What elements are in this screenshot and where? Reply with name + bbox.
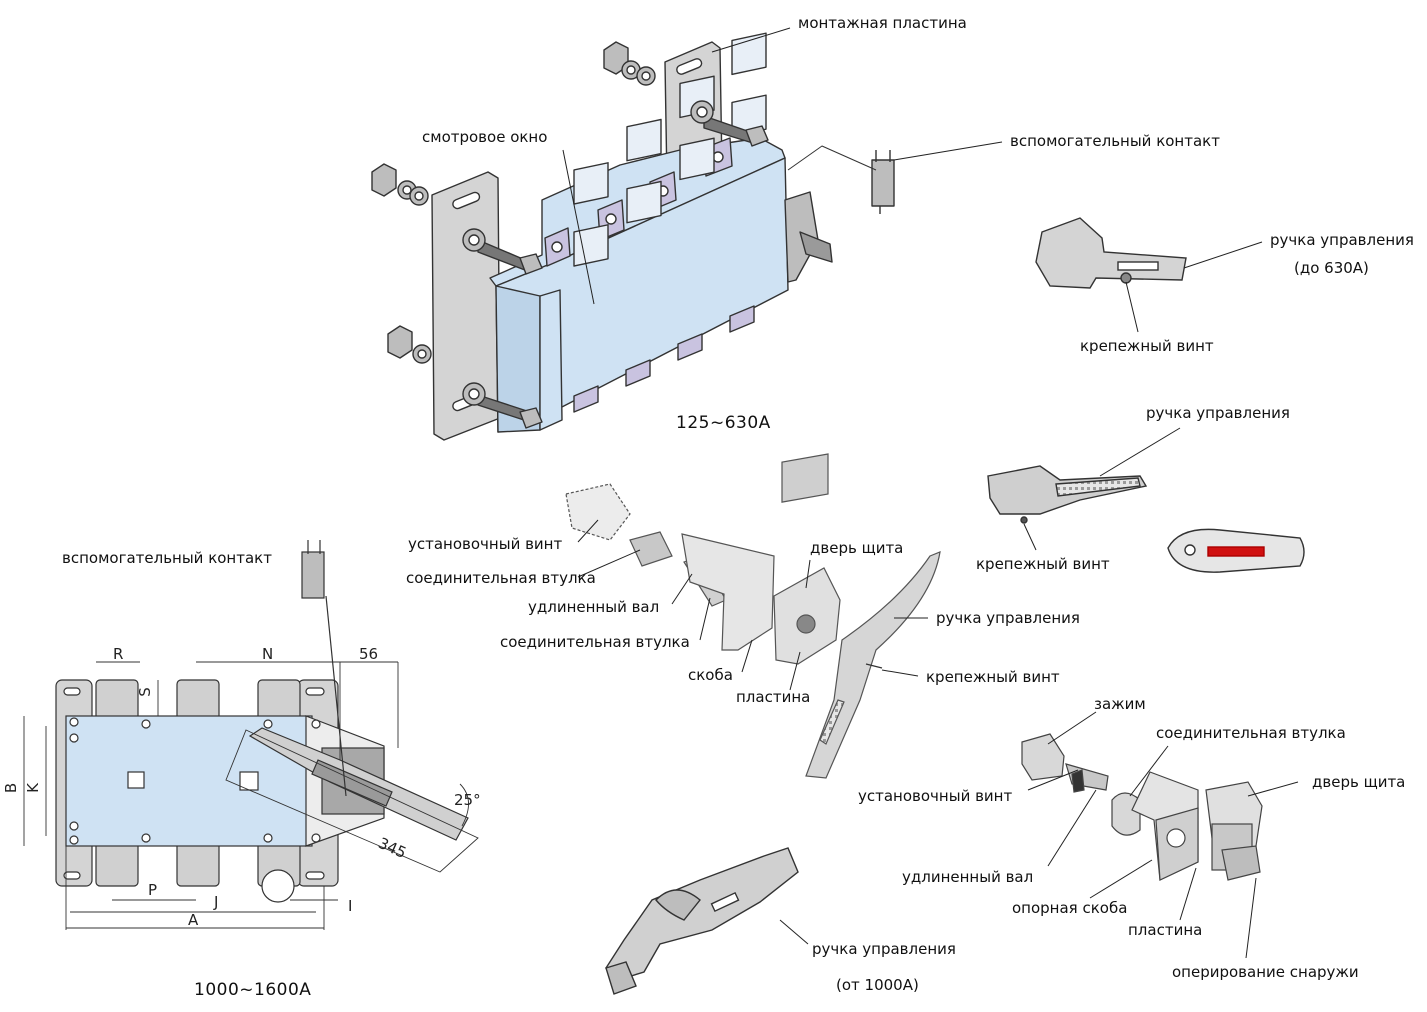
dim-N: N [262,645,274,663]
handle-from-1000a [605,847,799,995]
handle-red-indicator [1167,528,1305,573]
aux-contact-bottom [301,540,347,797]
dim-K: K [23,783,42,793]
dim-angle-25: 25° [454,791,481,809]
label-aux-contact-bottom: вспомогательный контакт [62,549,272,567]
label-support-bracket: опорная скоба [1012,899,1128,917]
dim-A: A [188,911,199,929]
label-viewing-window: смотровое окно [422,128,548,146]
label-extension-shaft-mid: удлиненный вал [528,598,660,616]
dim-P: P [148,881,158,899]
caption-1000-1600a: 1000~1600A [194,980,312,1000]
label-panel-door-br: дверь щита [1312,773,1406,791]
label-aux-contact-top: вспомогательный контакт [1010,132,1220,150]
label-handle-mid: ручка управления [936,609,1080,627]
label-clamp: зажим [1094,695,1146,713]
label-coupling-sleeve-mid-1: соединительная втулка [406,569,596,587]
label-coupling-sleeve-mid-2: соединительная втулка [500,633,690,651]
handle-right-ribbed [987,465,1148,524]
bolts [462,100,769,429]
label-handle-bottom-note: (от 1000А) [836,976,919,994]
dimension-drawing-1000-1600a [23,661,479,930]
label-fixing-screw-mid: крепежный винт [926,668,1060,686]
label-handle-right: ручка управления [1146,404,1290,422]
label-mounting-plate: монтажная пластина [798,14,967,32]
label-fixing-screw-top: крепежный винт [1080,337,1214,355]
caption-125-630a: 125~630A [676,413,771,433]
label-handle-note: (до 630А) [1294,259,1369,277]
label-set-screw-br: установочный винт [858,787,1013,805]
bottom-right-assembly [1021,733,1263,881]
middle-assembly [565,453,841,665]
handle-up-to-630a [1035,217,1187,289]
dim-J: J [214,893,219,911]
label-handle-top: ручка управления [1270,231,1414,249]
dim-R: R [113,645,124,663]
label-set-screw-mid: установочный винт [408,535,563,553]
dim-56: 56 [359,645,379,663]
top-switch-assembly [371,32,895,441]
label-handle-bottom: ручка управления [812,940,956,958]
leader-lines [562,27,1299,959]
label-bracket: скоба [688,666,733,684]
nuts-washers [371,41,656,364]
label-extension-shaft-br: удлиненный вал [902,868,1034,886]
dim-S: S [135,687,154,697]
label-coupling-sleeve-br: соединительная втулка [1156,724,1346,742]
dim-B: B [2,782,21,794]
label-fixing-screw-right: крепежный винт [976,555,1110,573]
label-external-operation: оперирование снаружи [1172,963,1359,981]
viewing-windows [573,32,767,267]
label-plate-br: пластина [1128,921,1203,939]
dim-I: I [348,897,353,915]
label-panel-door-mid: дверь щита [810,539,904,557]
label-plate-mid: пластина [736,688,811,706]
middle-handle [805,551,941,779]
aux-contact-top [787,145,895,214]
